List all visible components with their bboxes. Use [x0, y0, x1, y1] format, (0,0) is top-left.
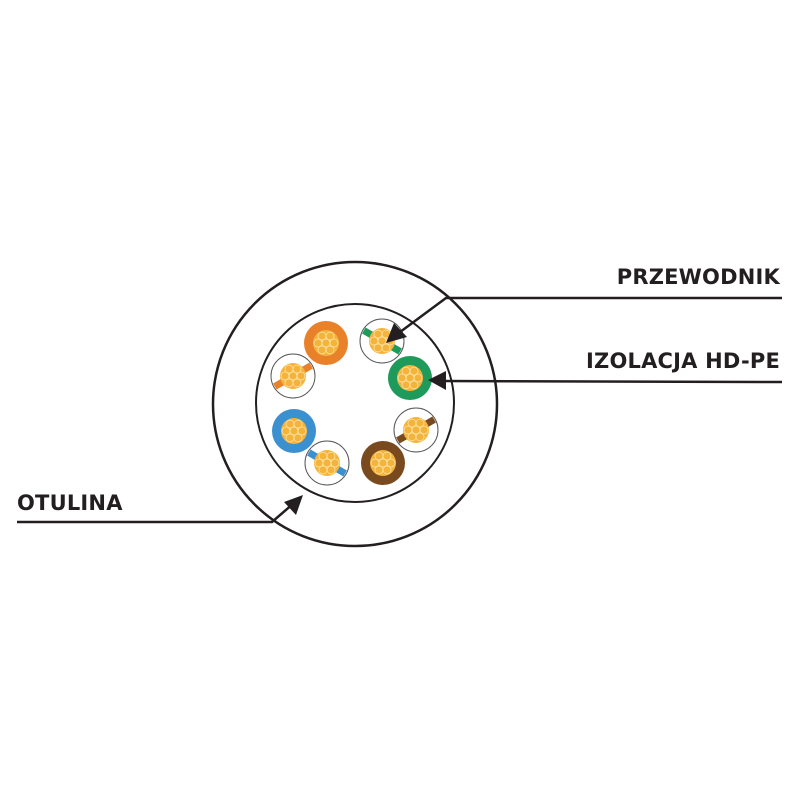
jacket-leader-line — [17, 502, 295, 524]
label-insulation: IZOLACJA HD-PE — [586, 349, 780, 373]
conductor-strand — [285, 433, 295, 443]
conductor-strand — [401, 380, 411, 390]
conductor-strand — [318, 465, 328, 475]
conductor-core — [369, 328, 395, 354]
wire-brown-striped — [393, 407, 439, 453]
inner-core-circle — [255, 303, 455, 503]
conductor-strand — [329, 338, 339, 348]
conductor-core — [314, 450, 340, 476]
conductor-core — [280, 363, 306, 389]
wire-orange-striped — [270, 353, 316, 399]
jacket-arrow-icon — [284, 495, 303, 515]
conductor-strand — [386, 458, 396, 468]
conductor-strand — [369, 336, 379, 346]
wire-blue-solid — [272, 409, 316, 453]
conductor-strand — [370, 458, 380, 468]
conductor-strand — [413, 373, 423, 383]
wire-blue-striped — [304, 440, 350, 486]
conductor-strand — [281, 426, 291, 436]
insulation-arrow-icon — [428, 371, 446, 390]
conductor-arrow-icon — [386, 323, 407, 343]
label-conductor: PRZEWODNIK — [616, 265, 780, 289]
conductor-core — [281, 418, 307, 444]
wire-green-solid — [388, 356, 432, 400]
conductor-core — [370, 450, 396, 476]
conductor-core — [403, 417, 429, 443]
conductor-strand — [330, 458, 340, 468]
conductor-strand — [415, 418, 425, 428]
conductor-strand — [293, 419, 303, 429]
insulation-leader-line — [439, 379, 783, 384]
leader-lines — [17, 296, 783, 524]
conductor-strand — [373, 343, 383, 353]
conductor-strand — [382, 451, 392, 461]
wire-brown-solid — [361, 441, 405, 485]
conductor-strand — [292, 364, 302, 374]
conductor-strand — [326, 451, 336, 461]
conductor-strand — [297, 426, 307, 436]
conductor-strand — [374, 465, 384, 475]
conductor-strand — [317, 345, 327, 355]
conductor-strand — [314, 458, 324, 468]
conductor-strand — [397, 373, 407, 383]
conductor-strand — [403, 425, 413, 435]
conductor-strand — [407, 432, 417, 442]
conductor-strand — [325, 331, 335, 341]
conductor-strand — [313, 338, 323, 348]
conductor-strand — [296, 371, 306, 381]
conductor-strand — [284, 378, 294, 388]
outer-jacket-circle — [211, 260, 499, 548]
conductor-strand — [419, 425, 429, 435]
conductor-strand — [409, 366, 419, 376]
wire-green-striped — [359, 318, 405, 364]
conductor-leader-line — [391, 296, 782, 340]
conductor-strand — [280, 371, 290, 381]
wire-pairs — [270, 318, 439, 486]
wire-orange-solid — [304, 321, 348, 365]
conductor-core — [397, 365, 423, 391]
label-jacket: OTULINA — [17, 491, 123, 515]
conductor-core — [313, 330, 339, 356]
